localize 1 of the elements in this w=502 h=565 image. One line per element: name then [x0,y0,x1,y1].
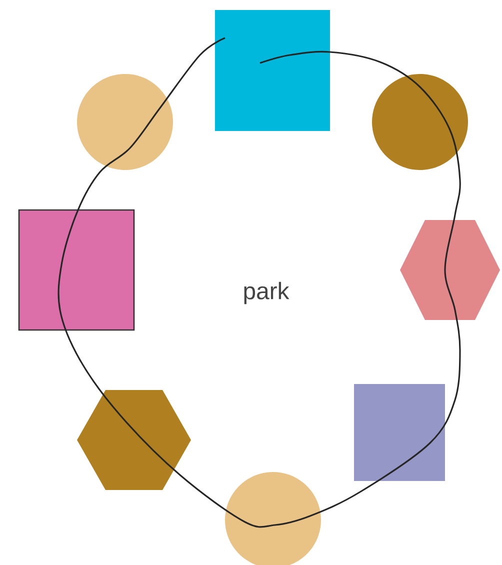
center-label: park [244,282,290,304]
